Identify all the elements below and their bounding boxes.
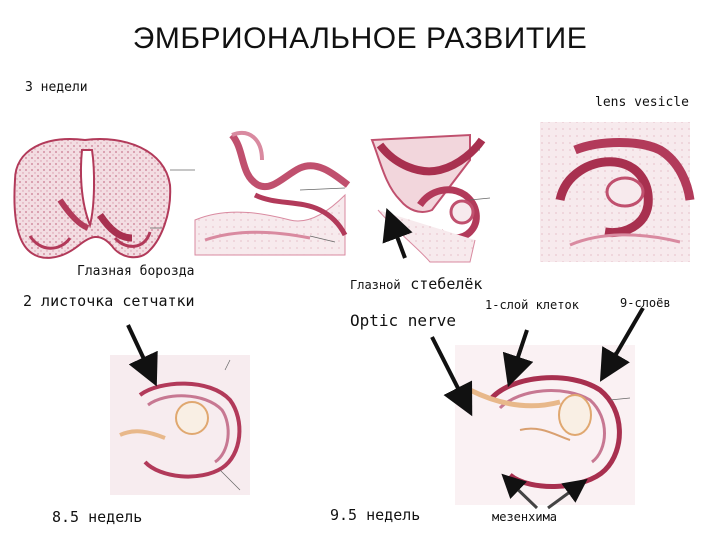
label-two-retina-layers: 2 листочка сетчатки <box>23 292 195 310</box>
drawing-lens-vesicle <box>540 122 695 262</box>
label-optic-stalk: Глазной стебелёк <box>350 274 482 293</box>
label-week-3: 3 недели <box>25 80 88 95</box>
arrow-nine-layers <box>599 306 645 382</box>
label-optic-stalk-suffix: стебелёк <box>410 275 483 293</box>
drawing-optic-groove <box>13 138 195 259</box>
drawing-optic-cup <box>370 133 491 263</box>
arrow-two-layers <box>126 324 158 387</box>
arrow-one-layer <box>502 329 534 388</box>
label-mesenchyme: мезенхима <box>492 510 558 524</box>
label-nine-layers: 9-слоёв <box>620 296 671 310</box>
label-lens-vesicle: lens vesicle <box>595 95 689 110</box>
arrow-mesenchyme-left <box>501 473 539 510</box>
arrow-optic-nerve <box>430 336 473 417</box>
drawing-eye-9-5-weeks <box>455 345 635 505</box>
drawing-optic-vesicle <box>194 131 351 256</box>
label-optic-nerve: Optic nerve <box>350 311 456 330</box>
label-optic-groove: Глазная борозда <box>77 264 195 279</box>
slide-title: ЭМБРИОНАЛЬНОЕ РАЗВИТИЕ <box>132 22 588 55</box>
arrow-stalk <box>382 208 413 259</box>
annotation-arrows <box>126 208 645 510</box>
arrow-mesenchyme-right <box>547 478 588 510</box>
label-week-9-5: 9.5 недель <box>330 506 421 524</box>
label-week-8-5: 8.5 недель <box>52 508 143 526</box>
drawing-eye-8-5-weeks <box>110 355 250 495</box>
label-optic-stalk-prefix: Глазной <box>350 278 401 292</box>
label-one-cell-layer: 1-слой клеток <box>485 298 579 312</box>
